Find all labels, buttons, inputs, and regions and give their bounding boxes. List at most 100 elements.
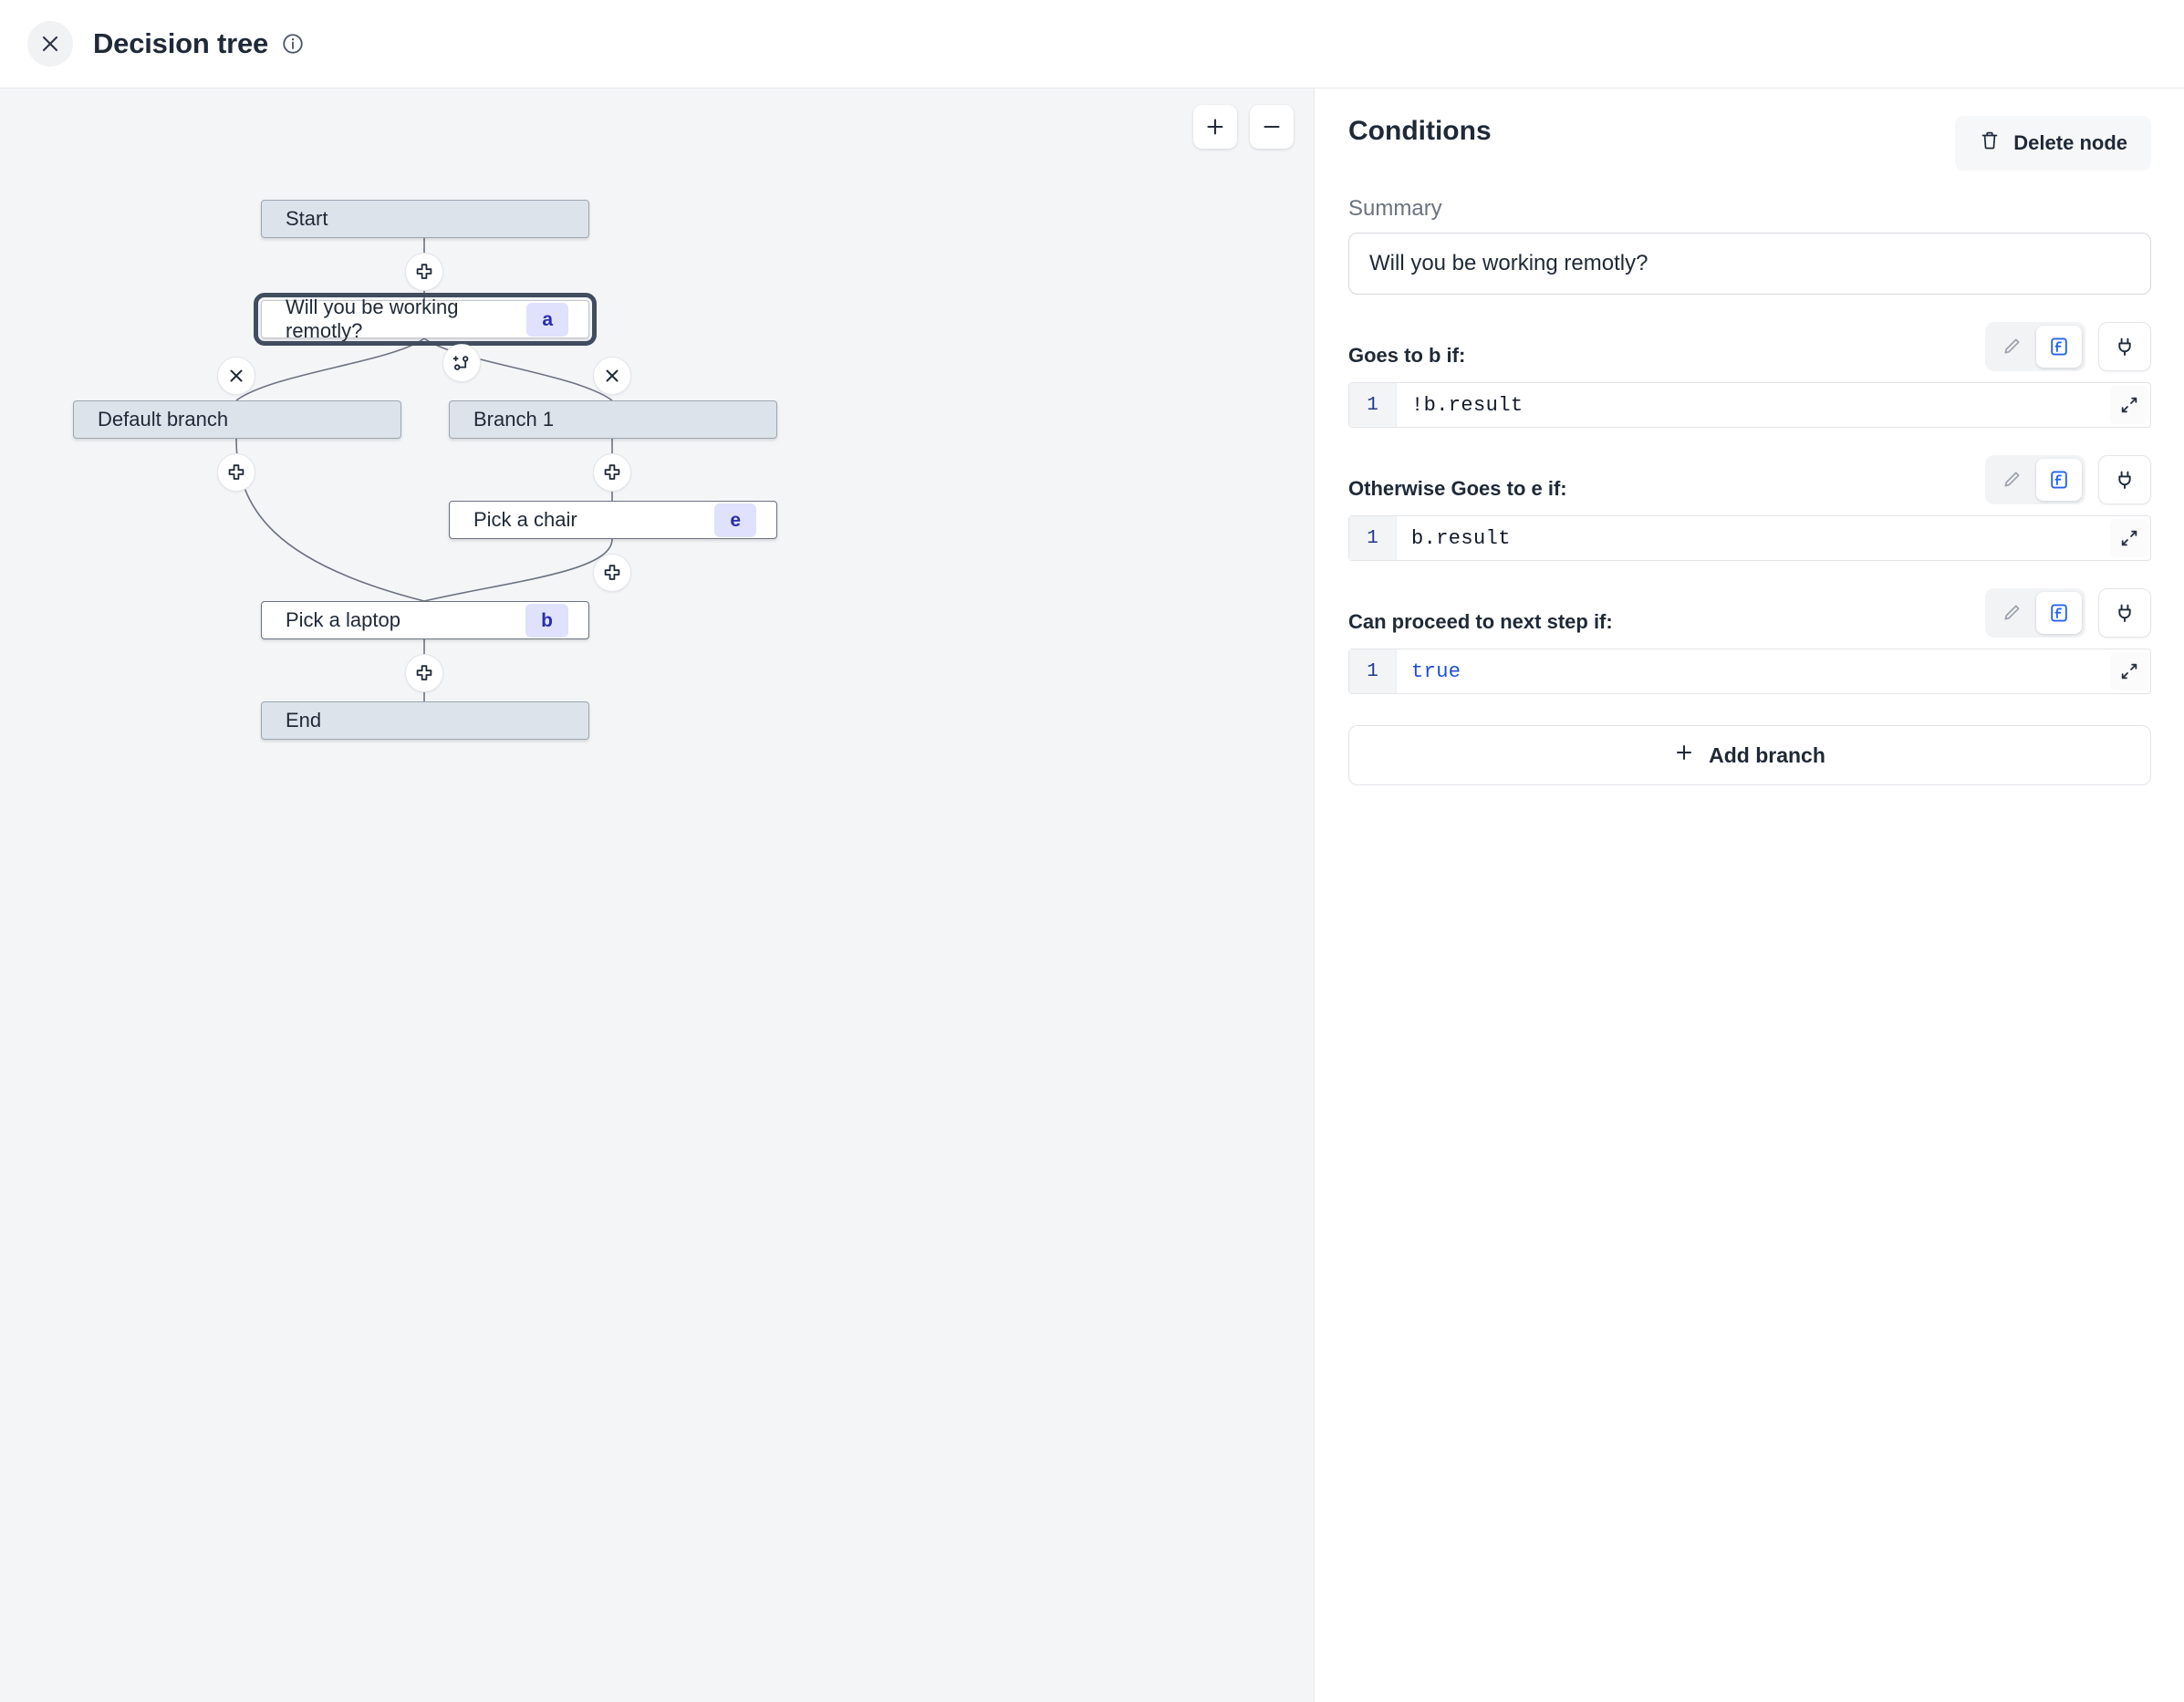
function-glyph [2051, 471, 2067, 489]
close-icon-glyph [230, 369, 243, 382]
node-badge-a: a [526, 302, 568, 337]
editor-mode-toggle [1985, 322, 2085, 371]
condition-tools [1985, 455, 2151, 504]
close-icon-glyph [606, 369, 619, 382]
graph-edges [235, 238, 613, 701]
flow-node-label: Will you be working remotly? [286, 296, 459, 342]
plug-glyph [2118, 604, 2131, 622]
function-glyph [2051, 337, 2067, 356]
flow-node-e[interactable]: Pick a chair e [449, 501, 777, 539]
code-content[interactable]: b.result [1411, 526, 1511, 550]
info-circle-icon[interactable] [281, 32, 305, 56]
page-title: Decision tree [93, 27, 269, 59]
plug-glyph [2118, 471, 2131, 489]
plus-node-glyph [416, 665, 432, 680]
code-content[interactable]: true [1411, 659, 1461, 683]
plug-icon[interactable] [2098, 322, 2151, 371]
plus-glyph [1207, 119, 1223, 135]
function-icon[interactable] [2036, 592, 2082, 634]
code-editor[interactable]: 1 !b.result [1348, 382, 2151, 428]
editor-mode-toggle [1985, 588, 2085, 638]
node-badge-e: e [714, 503, 756, 537]
expand-icon[interactable] [2110, 519, 2148, 557]
close-icon[interactable] [593, 357, 631, 395]
trash-glyph [1981, 131, 1998, 150]
flow-node-label: End [286, 709, 322, 732]
condition-block: Can proceed to next step if: 1 true [1348, 588, 2151, 694]
flow-node-a[interactable]: Will you be working remotly? a [254, 293, 597, 346]
plus-node-glyph [604, 565, 620, 580]
code-content[interactable]: !b.result [1411, 393, 1524, 417]
plus-node-glyph [228, 464, 244, 480]
panel-title: Conditions [1348, 116, 1492, 146]
editor-mode-toggle [1985, 455, 2085, 504]
edge-a-default [235, 337, 425, 401]
pencil-icon-glyph [2004, 472, 2020, 487]
trash-icon [1979, 130, 2001, 157]
close-glyph [42, 36, 58, 52]
plus-node-glyph [604, 464, 620, 480]
zoom-in-button[interactable] [1193, 105, 1237, 149]
plus-node-icon[interactable] [593, 453, 631, 492]
function-icon[interactable] [2036, 326, 2082, 368]
plus-node-icon[interactable] [593, 554, 631, 592]
code-editor[interactable]: 1 b.result [1348, 515, 2151, 561]
pencil-icon[interactable] [1989, 459, 2034, 501]
close-icon[interactable] [27, 21, 73, 67]
flow-node-label: Pick a chair [473, 508, 577, 531]
node-badge-b: b [525, 603, 568, 638]
condition-header: Goes to b if: [1348, 322, 2151, 371]
zoom-controls [1193, 105, 1294, 149]
close-icon[interactable] [217, 357, 255, 395]
condition-tools [1985, 588, 2151, 638]
branch-plus-icon[interactable] [442, 344, 481, 382]
flow-node-br1[interactable]: Branch 1 [449, 400, 777, 439]
conditions-list: Goes to b if: 1 !b.result [1348, 322, 2151, 694]
zoom-out-button[interactable] [1250, 105, 1294, 149]
code-line-number: 1 [1349, 383, 1397, 427]
expand-icon[interactable] [2110, 652, 2148, 690]
condition-tools [1985, 322, 2151, 371]
add-branch-label: Add branch [1709, 742, 1825, 767]
plug-icon[interactable] [2098, 455, 2151, 504]
plus-node-glyph [416, 264, 432, 279]
flow-node-defbr[interactable]: Default branch [73, 400, 401, 439]
plug-glyph [2118, 337, 2131, 356]
branch-plus-glyph [452, 356, 469, 370]
flow-node-end[interactable]: End [261, 701, 589, 740]
pencil-icon-glyph [2004, 605, 2020, 620]
code-editor[interactable]: 1 true [1348, 649, 2151, 694]
flow-node-label: Branch 1 [473, 408, 555, 431]
plug-icon[interactable] [2098, 588, 2151, 638]
condition-header: Otherwise Goes to e if: [1348, 455, 2151, 504]
condition-title: Goes to b if: [1348, 344, 1466, 367]
function-glyph [2051, 604, 2067, 622]
flow-node-start[interactable]: Start [261, 200, 589, 238]
condition-header: Can proceed to next step if: [1348, 588, 2151, 638]
plus-glyph [1677, 745, 1692, 760]
condition-title: Can proceed to next step if: [1348, 610, 1613, 633]
code-line-number: 1 [1349, 649, 1397, 693]
plus-node-icon[interactable] [405, 253, 443, 291]
add-branch-button[interactable]: Add branch [1348, 725, 2151, 785]
code-line-number: 1 [1349, 516, 1397, 560]
plus-node-icon[interactable] [405, 654, 443, 692]
delete-node-button[interactable]: Delete node [1955, 116, 2151, 171]
flow-node-label: Default branch [98, 408, 229, 431]
pencil-icon[interactable] [1989, 592, 2034, 634]
expand-glyph [2121, 530, 2137, 546]
plus-icon [1674, 742, 1694, 768]
summary-label: Summary [1348, 196, 1442, 221]
expand-icon[interactable] [2110, 386, 2148, 424]
condition-block: Goes to b if: 1 !b.result [1348, 322, 2151, 428]
plus-node-icon[interactable] [217, 453, 255, 492]
expand-glyph [2121, 397, 2137, 413]
app-header: Decision tree [0, 0, 2184, 88]
summary-input[interactable] [1348, 233, 2151, 295]
function-icon[interactable] [2036, 459, 2082, 501]
pencil-icon-glyph [2004, 338, 2020, 354]
pencil-icon[interactable] [1989, 326, 2034, 368]
expand-glyph [2121, 663, 2137, 680]
